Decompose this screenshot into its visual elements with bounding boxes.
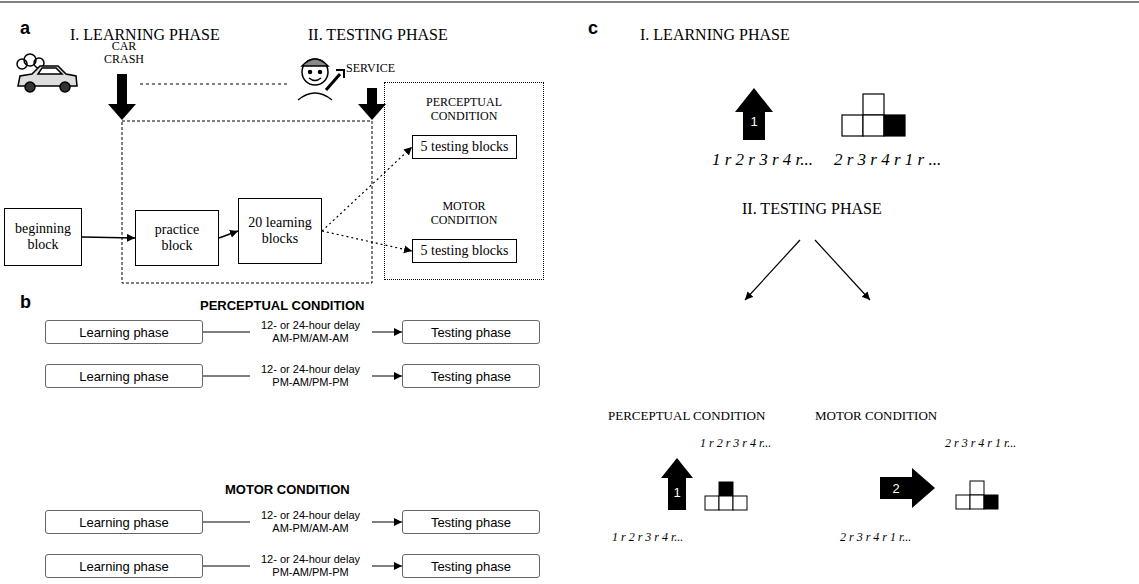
mechanic-icon xyxy=(298,59,344,100)
node-text: Learning phase xyxy=(79,325,169,340)
node-text: Learning phase xyxy=(79,559,169,574)
phase-heading: II. TESTING PHASE xyxy=(308,26,448,44)
car-icon xyxy=(17,54,77,92)
node-text: MOTOR CONDITION xyxy=(385,199,543,228)
node-text: 20 learning blocks xyxy=(244,215,316,247)
service-arrow xyxy=(358,88,386,120)
callout-number: 2 xyxy=(888,481,904,496)
phase-box: Learning phase xyxy=(45,364,203,388)
node-text: PERCEPTUAL CONDITION xyxy=(385,95,543,124)
node-text: Testing phase xyxy=(431,515,511,530)
squares-icon xyxy=(842,94,905,136)
delay-label: 12- or 24-hour delay PM-AM/PM-PM xyxy=(250,552,372,580)
phase-heading: I. LEARNING PHASE xyxy=(70,26,220,44)
top-rule xyxy=(0,1,1139,3)
squares-icon xyxy=(705,482,747,510)
learning-region xyxy=(122,121,372,283)
delay-label: 12- or 24-hour delay AM-PM/AM-AM xyxy=(250,318,372,346)
condition-title: PERCEPTUAL CONDITION xyxy=(200,298,364,313)
node-text: Learning phase xyxy=(79,369,169,384)
node-text: Testing phase xyxy=(431,559,511,574)
process-box: practice block xyxy=(135,210,219,266)
sequence-text: 2 r 3 r 4 r 1 r ... xyxy=(834,150,941,170)
dashed-link xyxy=(140,84,290,85)
delay-label: 12- or 24-hour delay AM-PM/AM-AM xyxy=(250,508,372,536)
phase-box: Learning phase xyxy=(45,554,203,578)
panel-letter: c xyxy=(588,18,598,39)
sequence-text: 1 r 2 r 3 r 4 r... xyxy=(700,436,771,451)
sequence-text: 2 r 3 r 4 r 1 r... xyxy=(945,436,1016,451)
delay-label: 12- or 24-hour delay PM-AM/PM-PM xyxy=(250,362,372,390)
sequence-text: 2 r 3 r 4 r 1 r... xyxy=(840,530,911,545)
arrow-icon xyxy=(735,88,773,140)
crash-arrow xyxy=(108,74,136,120)
node-text: practice block xyxy=(141,222,213,254)
panel-letter: b xyxy=(20,292,31,313)
phase-box: Testing phase xyxy=(402,510,540,534)
phase-box: Testing phase xyxy=(402,364,540,388)
node-text: 5 testing blocks xyxy=(421,243,509,259)
phase-heading: II. TESTING PHASE xyxy=(742,200,882,218)
process-box: beginning block xyxy=(4,208,82,266)
arrow-icon xyxy=(661,458,693,510)
process-box: 5 testing blocks xyxy=(412,135,517,159)
callout-number: 1 xyxy=(669,485,685,500)
connector-arrow xyxy=(219,231,238,238)
condition-label: MOTOR CONDITION xyxy=(815,408,937,424)
callout-number: 1 xyxy=(746,114,762,129)
phase-group: PERCEPTUAL CONDITION MOTOR CONDITION 5 tes… xyxy=(384,82,544,280)
condition-title: MOTOR CONDITION xyxy=(225,482,350,497)
diverging-arrows xyxy=(745,240,870,300)
event-label: SERVICE xyxy=(346,62,395,75)
phase-box: Testing phase xyxy=(402,554,540,578)
phase-box: Learning phase xyxy=(45,320,203,344)
squares-icon xyxy=(956,481,998,509)
node-text: beginning block xyxy=(10,221,76,253)
node-text: Testing phase xyxy=(431,325,511,340)
connector-arrow xyxy=(322,231,412,251)
node-text: Learning phase xyxy=(79,515,169,530)
node-text: Testing phase xyxy=(431,369,511,384)
phase-heading: I. LEARNING PHASE xyxy=(640,26,790,44)
sequence-text: 1 r 2 r 3 r 4 r... xyxy=(712,150,813,170)
event-label: CAR CRASH xyxy=(97,40,151,66)
phase-box: Testing phase xyxy=(402,320,540,344)
sequence-text: 1 r 2 r 3 r 4 r... xyxy=(612,530,683,545)
condition-label: PERCEPTUAL CONDITION xyxy=(608,408,765,424)
node-text: 5 testing blocks xyxy=(421,139,509,155)
phase-box: Learning phase xyxy=(45,510,203,534)
process-box: 20 learning blocks xyxy=(238,198,322,264)
process-box: 5 testing blocks xyxy=(412,239,517,263)
panel-letter: a xyxy=(20,18,30,39)
connector-arrow xyxy=(322,147,412,231)
arrow-icon xyxy=(880,468,935,508)
connector-arrow xyxy=(82,237,135,238)
